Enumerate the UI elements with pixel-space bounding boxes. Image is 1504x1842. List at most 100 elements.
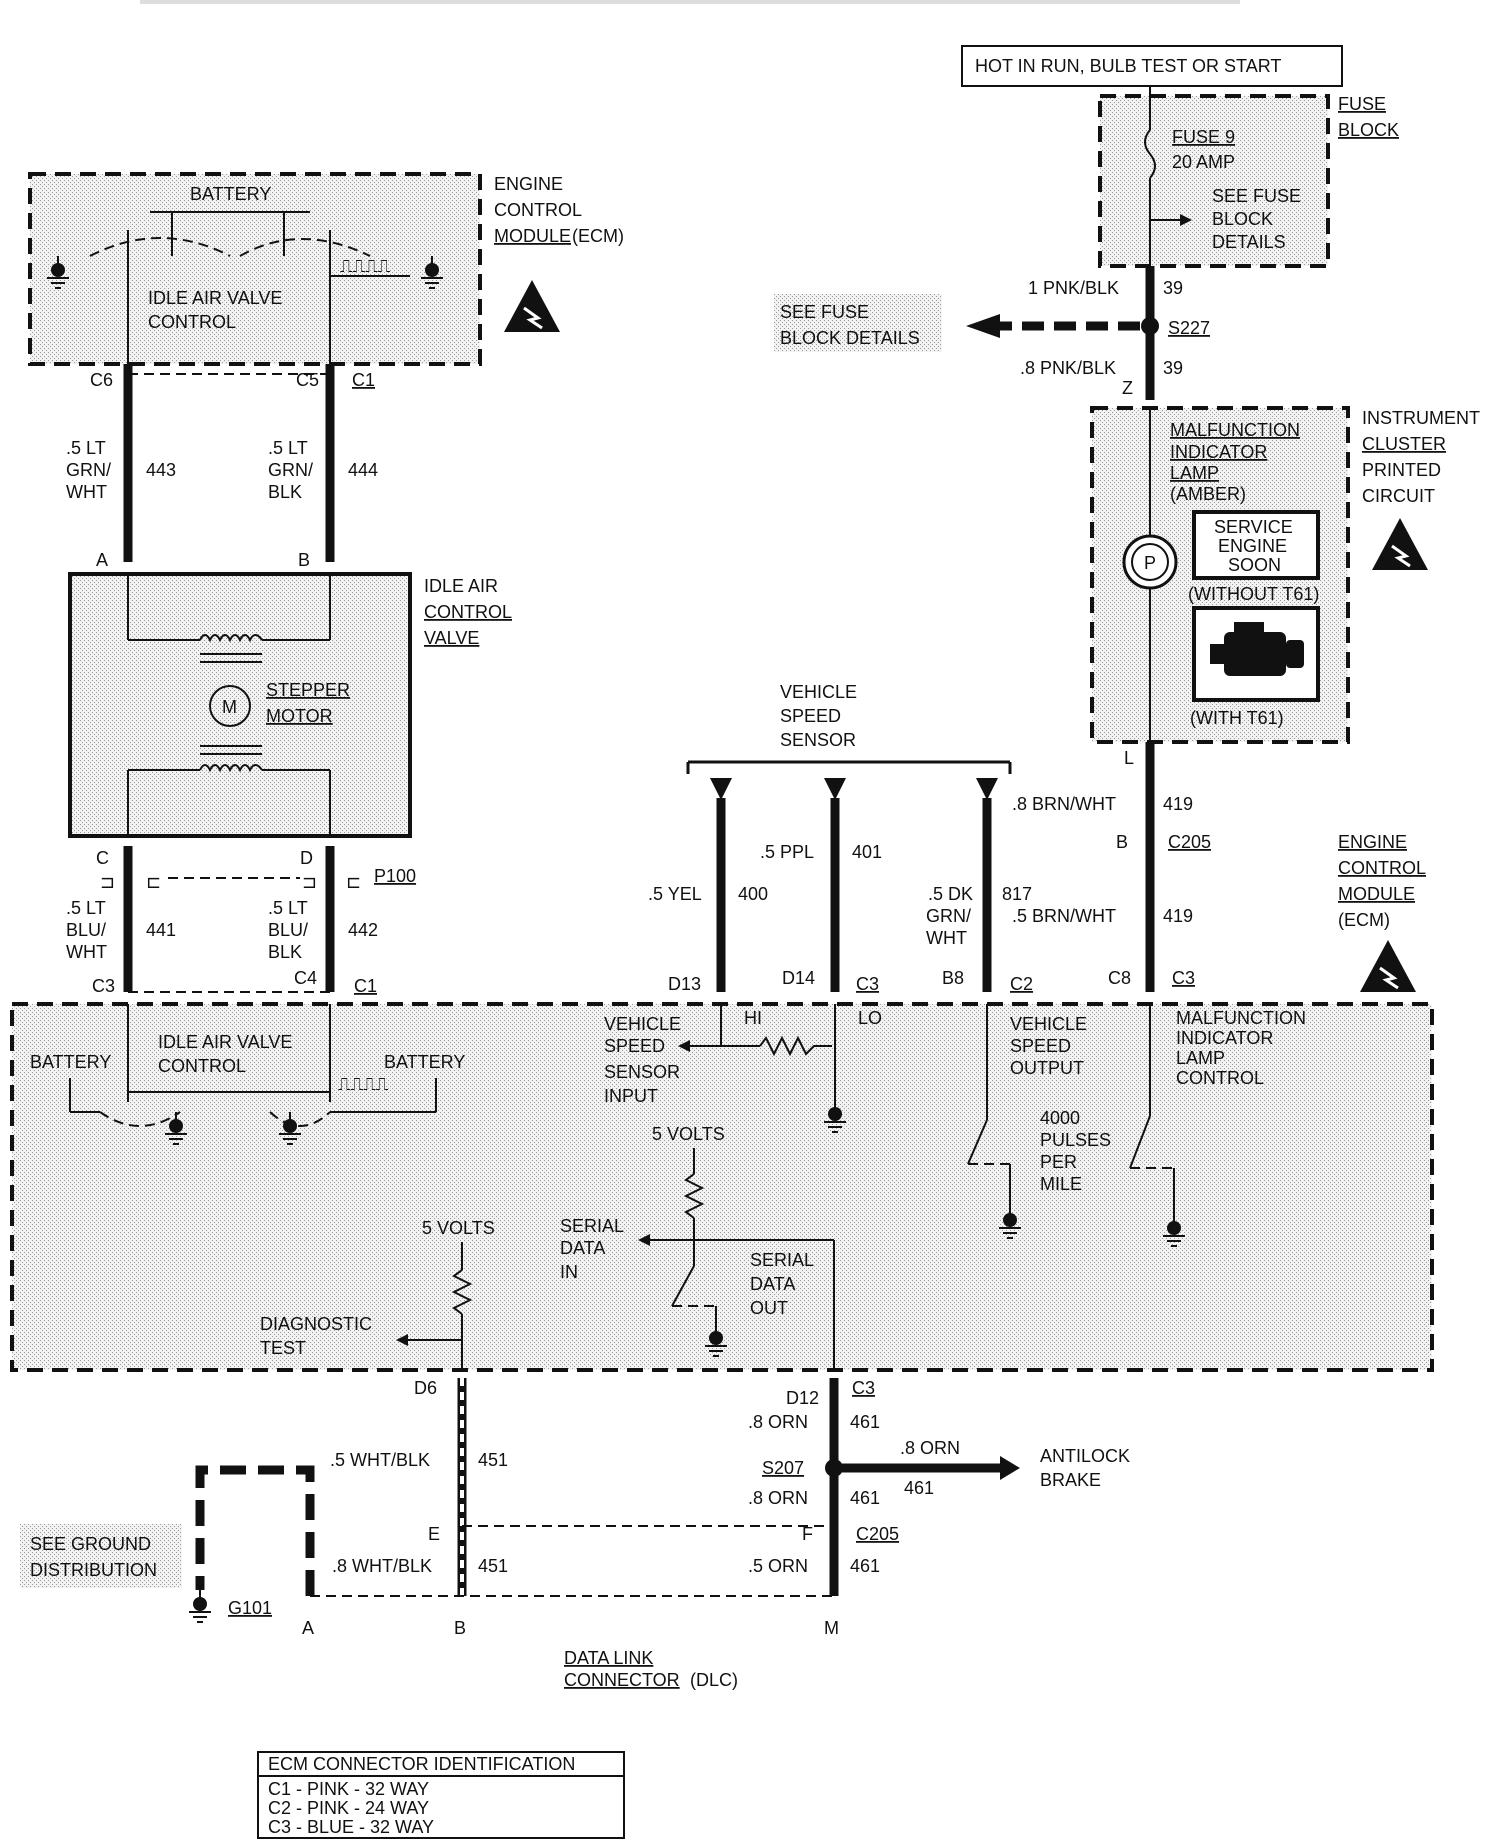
- ses-2: ENGINE: [1218, 536, 1287, 556]
- cluster-title-1: INSTRUMENT: [1362, 408, 1480, 428]
- connector-c-p100: C: [96, 848, 109, 868]
- wire-442-color-3: BLK: [268, 942, 302, 962]
- vss-title-3: SENSOR: [780, 730, 856, 750]
- mil-control-4: CONTROL: [1176, 1068, 1264, 1088]
- mil-control-1: MALFUNCTION: [1176, 1008, 1306, 1028]
- ground-icon: [188, 1589, 212, 1623]
- arrow-left-icon: [638, 1234, 650, 1246]
- wire-443-color-1: .5 LT: [66, 438, 106, 458]
- switch-icon: [967, 1119, 988, 1165]
- diag-test-1: DIAGNOSTIC: [260, 1314, 372, 1334]
- connector-l: L: [1124, 748, 1134, 768]
- arrow-left-icon: [966, 314, 1000, 338]
- arrow-right-icon: [1180, 214, 1192, 226]
- stepper-label-2: MOTOR: [266, 706, 333, 726]
- wire-451b-number: 451: [478, 1556, 508, 1576]
- ecm-main-title-3: MODULE: [1338, 884, 1415, 904]
- wire-817-color-2: GRN/: [926, 906, 971, 926]
- serial-out-1: SERIAL: [750, 1250, 814, 1270]
- vss-input-2: SPEED: [604, 1036, 665, 1056]
- ground-g101: G101: [228, 1598, 272, 1618]
- wire-461b-number: 461: [850, 1488, 880, 1508]
- wire-441-number: 441: [146, 920, 176, 940]
- connector-legend: [257, 1751, 625, 1839]
- wire-443-color-2: GRN/: [66, 460, 111, 480]
- connector-c2-vss: C2: [1010, 974, 1033, 994]
- dlc-title-2: CONNECTOR: [564, 1670, 680, 1690]
- cluster-title-3: PRINTED: [1362, 460, 1441, 480]
- esd-warning-icon: [1358, 938, 1418, 994]
- volts-diag: 5 VOLTS: [422, 1218, 495, 1238]
- connector-c205-top: C205: [1168, 832, 1211, 852]
- splice-s227: [1141, 317, 1159, 335]
- cluster-title-4: CIRCUIT: [1362, 486, 1435, 506]
- fuse-block-box: [1098, 94, 1330, 268]
- ecm-top-title-suffix: (ECM): [572, 226, 624, 246]
- connector-z: Z: [1122, 378, 1133, 398]
- wire-401-number: 401: [852, 842, 882, 862]
- fuse-ref-box: [774, 294, 942, 352]
- wire-39a-color: 1 PNK/BLK: [1028, 278, 1119, 298]
- connector-c3-vss: C3: [856, 974, 879, 994]
- connector-b-c205: B: [1116, 832, 1128, 852]
- mil-bulb-symbol: P: [1144, 553, 1156, 573]
- iac-valve-box: [68, 572, 412, 838]
- connector-c1-top: C1: [352, 370, 375, 390]
- wire-461a-color: .8 ORN: [748, 1412, 808, 1432]
- legend-title: ECM CONNECTOR IDENTIFICATION: [268, 1754, 575, 1774]
- ecm-main-title-2: CONTROL: [1338, 858, 1426, 878]
- pulses-4: MILE: [1040, 1174, 1082, 1194]
- connector-c6: C6: [90, 370, 113, 390]
- ecm-iac-2: CONTROL: [158, 1056, 246, 1076]
- wire-461c-color: .5 ORN: [748, 1556, 808, 1576]
- engine-icon: [1210, 622, 1304, 676]
- dlc-pin-b: B: [454, 1618, 466, 1638]
- connector-bracket-icon: ⊏: [146, 872, 161, 892]
- wire-419a-color: .8 BRN/WHT: [1012, 794, 1116, 814]
- wire-400-number: 400: [738, 884, 768, 904]
- ecm-top-title-3: MODULE: [494, 226, 571, 246]
- wire-444-number: 444: [348, 460, 378, 480]
- wire-419b-color: .5 BRN/WHT: [1012, 906, 1116, 926]
- wire-ground-g101: [195, 1465, 315, 1596]
- fuse-rating: 20 AMP: [1172, 152, 1235, 172]
- fuse-ref-1: SEE FUSE: [780, 302, 869, 322]
- mil-control-2: INDICATOR: [1176, 1028, 1273, 1048]
- connector-c4: C4: [294, 968, 317, 988]
- ecm-battery-right: BATTERY: [384, 1052, 465, 1072]
- ecm-top-title-1: ENGINE: [494, 174, 563, 194]
- splice-s227-label: S227: [1168, 318, 1210, 338]
- arrow-left-icon: [678, 1040, 690, 1052]
- pulses-3: PER: [1040, 1152, 1077, 1172]
- wire-441-color-1: .5 LT: [66, 898, 106, 918]
- fuse-block-title-1: FUSE: [1338, 94, 1386, 114]
- wire-39b-color: .8 PNK/BLK: [1020, 358, 1116, 378]
- wire-817-color-3: WHT: [926, 928, 967, 948]
- wire-451a-number: 451: [478, 1450, 508, 1470]
- dlc-pin-a: A: [302, 1618, 314, 1638]
- connector-bracket-icon: ⊐: [100, 872, 115, 892]
- ground-ref-box: [20, 1524, 182, 1588]
- connector-f: F: [802, 1524, 813, 1544]
- resistor-icon: [683, 1173, 705, 1219]
- wire-400-color: .5 YEL: [648, 884, 702, 904]
- power-source-box: [961, 45, 1343, 87]
- esd-warning-icon: [502, 278, 562, 334]
- splice-s207: [825, 1459, 843, 1477]
- wire-443-number: 443: [146, 460, 176, 480]
- vss-title-1: VEHICLE: [780, 682, 857, 702]
- dlc-pin-m: M: [824, 1618, 839, 1638]
- switch-icon: [671, 1265, 695, 1307]
- wire-461c-number: 461: [850, 1556, 880, 1576]
- connector-c8: C8: [1108, 968, 1131, 988]
- iac-valve-title-3: VALVE: [424, 628, 479, 648]
- ecm-top-title-2: CONTROL: [494, 200, 582, 220]
- connector-d6: D6: [414, 1378, 437, 1398]
- connector-b8: B8: [942, 968, 964, 988]
- vss-title-2: SPEED: [780, 706, 841, 726]
- vss-input-3: SENSOR: [604, 1062, 680, 1082]
- legend-row-3: C3 - BLUE - 32 WAY: [268, 1817, 434, 1837]
- ecm-main-box: [10, 1002, 1434, 1372]
- vss-lo: LO: [858, 1008, 882, 1028]
- dlc-title-1: DATA LINK: [564, 1648, 653, 1668]
